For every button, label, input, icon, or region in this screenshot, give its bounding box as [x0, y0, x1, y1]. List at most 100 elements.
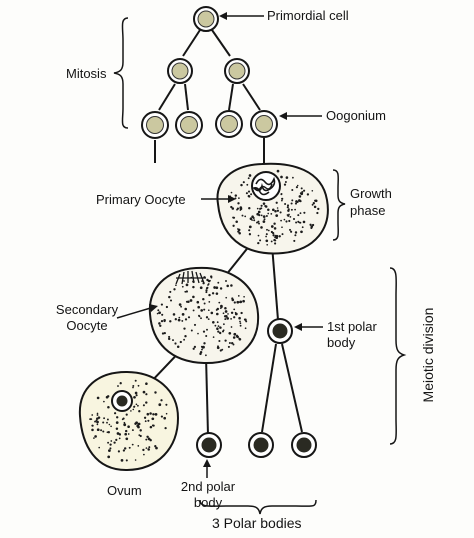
granule — [265, 239, 269, 243]
granule — [132, 386, 134, 389]
granule — [303, 211, 306, 214]
secondary-oocyte — [148, 266, 260, 365]
granule — [298, 195, 302, 198]
granule — [286, 206, 289, 209]
granule — [227, 313, 229, 315]
brace-growth — [332, 169, 346, 241]
arrow-oogonium — [279, 112, 322, 120]
line-mitosis-left-to-a — [158, 83, 176, 111]
granule — [118, 437, 121, 440]
granule — [96, 412, 99, 415]
granule — [98, 446, 100, 449]
granule — [210, 311, 214, 315]
granule — [200, 309, 204, 312]
granule — [278, 235, 281, 238]
granule — [267, 229, 270, 232]
granule — [130, 410, 132, 412]
granule — [248, 207, 251, 210]
granule — [102, 430, 105, 433]
granule — [273, 238, 276, 242]
granule — [237, 230, 240, 233]
granule — [175, 284, 177, 287]
granule — [160, 303, 163, 306]
granule — [283, 183, 287, 186]
granule — [214, 324, 217, 327]
granule — [226, 284, 229, 288]
granule — [238, 337, 242, 341]
granule — [127, 425, 130, 429]
granule — [134, 459, 137, 461]
granule — [117, 450, 120, 453]
label-secondary-oocyte-2: Oocyte — [66, 318, 108, 333]
granule — [244, 327, 247, 330]
granule — [134, 422, 137, 425]
granule — [280, 219, 282, 222]
daughter-cell-1 — [141, 111, 169, 139]
granule — [231, 207, 235, 210]
granule — [314, 199, 317, 202]
granule — [183, 327, 186, 330]
granule — [203, 342, 206, 345]
granule — [97, 416, 101, 419]
line-primordial-to-left — [182, 29, 201, 57]
granule — [246, 183, 249, 186]
granule — [152, 424, 155, 427]
granule — [251, 215, 254, 218]
granule — [233, 216, 236, 219]
granule — [262, 215, 266, 218]
daughter-cell-2 — [175, 111, 203, 139]
granule — [90, 418, 93, 420]
granule — [262, 202, 266, 205]
granule — [199, 352, 202, 356]
granule — [160, 319, 164, 323]
granule — [91, 428, 94, 432]
granule — [149, 412, 152, 415]
granule — [138, 410, 141, 413]
granule — [176, 345, 180, 348]
granule — [233, 308, 236, 311]
granule — [257, 241, 260, 245]
granule — [103, 400, 105, 403]
granule — [165, 305, 169, 309]
spindle-marks — [175, 270, 206, 285]
granule — [93, 437, 95, 439]
granule — [109, 447, 112, 450]
granule — [187, 316, 191, 319]
granule — [115, 427, 119, 430]
granule — [256, 212, 260, 216]
granule — [290, 208, 293, 211]
granule — [273, 222, 276, 225]
granule — [228, 341, 231, 345]
brace-polar-bodies — [199, 499, 317, 515]
granule — [260, 214, 263, 217]
granule — [225, 280, 227, 282]
granule — [259, 208, 261, 210]
granule — [123, 423, 127, 427]
granule — [240, 311, 243, 315]
granule — [198, 315, 201, 318]
granule — [239, 206, 243, 209]
granule — [291, 199, 294, 202]
granule — [142, 390, 146, 394]
granule — [142, 404, 145, 407]
granule — [110, 440, 113, 442]
granule — [134, 391, 138, 395]
granule — [192, 285, 195, 289]
granule — [230, 191, 233, 194]
granule — [294, 208, 296, 211]
granule — [212, 336, 215, 338]
granule — [230, 205, 233, 209]
granule — [119, 382, 122, 385]
granule — [187, 300, 190, 303]
granule — [245, 192, 248, 195]
granule — [241, 214, 244, 217]
granule — [158, 403, 162, 407]
granule — [168, 295, 171, 299]
line-mitosis-left-to-b — [184, 83, 189, 111]
granule — [230, 284, 233, 287]
granule — [296, 184, 299, 187]
granule — [256, 221, 258, 224]
granule — [218, 339, 221, 343]
granule — [249, 217, 253, 220]
